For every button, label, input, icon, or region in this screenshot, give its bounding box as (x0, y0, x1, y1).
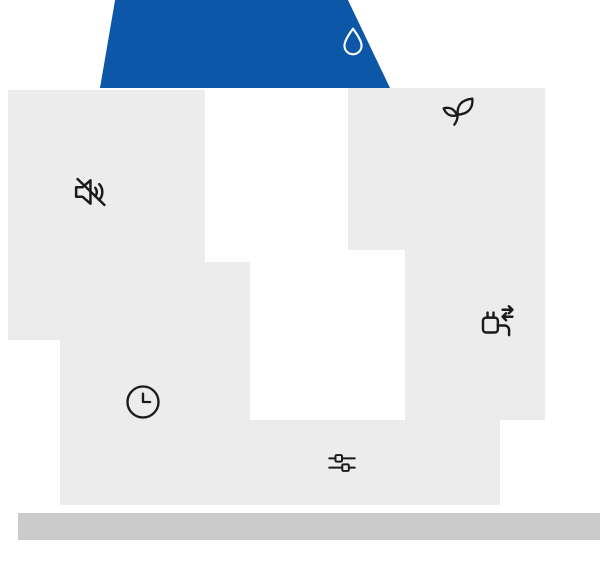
water-drop-icon (335, 24, 371, 60)
clock-icon[interactable] (123, 382, 163, 422)
header-banner (100, 0, 390, 88)
leaf-icon[interactable] (438, 91, 478, 131)
muted-speaker-icon[interactable] (70, 171, 112, 213)
tune-sliders-icon[interactable] (325, 446, 359, 480)
footer-bar (18, 513, 600, 540)
tile-settings (205, 420, 500, 505)
power-source-swap-icon[interactable] (476, 301, 518, 343)
tile-power (405, 155, 545, 420)
